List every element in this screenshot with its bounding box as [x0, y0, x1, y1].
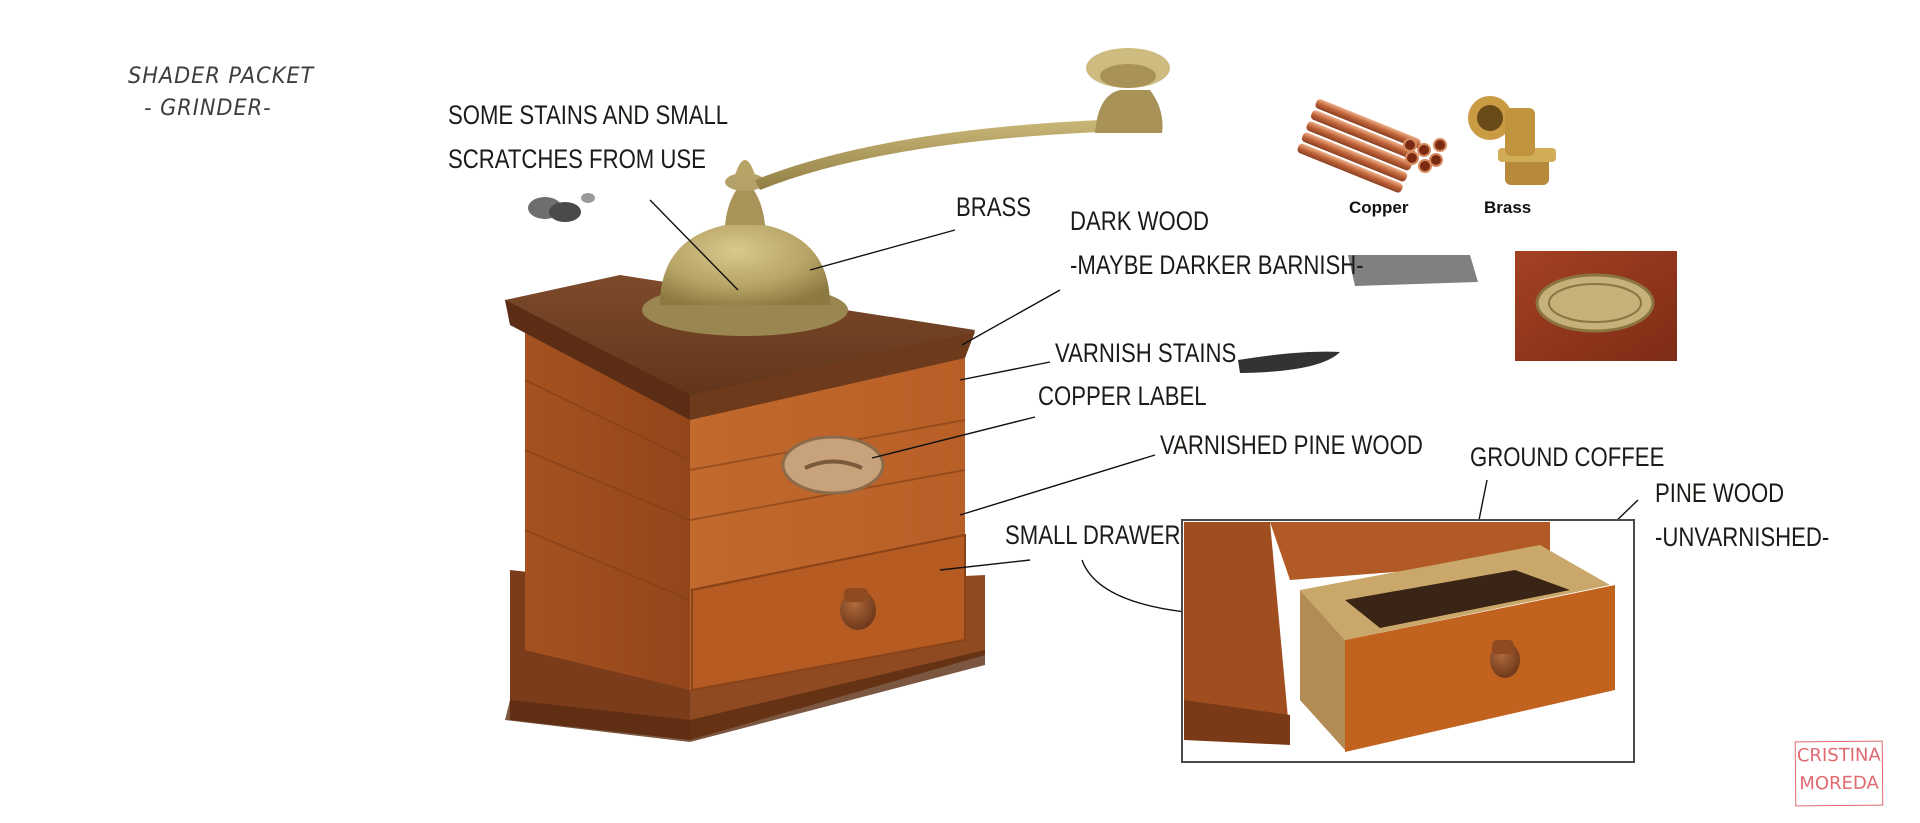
- copper-label-label: COPPER LABEL: [1038, 381, 1207, 411]
- ground-coffee-fill: [1345, 570, 1570, 628]
- dark-wood-note: -MAYBE DARKER BARNISH-: [1070, 250, 1364, 280]
- varnish-stain-swatch: [1238, 351, 1340, 373]
- stains-label-line1: SOME STAINS AND SMALL: [448, 100, 729, 130]
- stains-label-line2: SCRATCHES FROM USE: [448, 144, 706, 174]
- brass-plate-reference-image: [1515, 251, 1677, 361]
- copper-caption: Copper: [1349, 198, 1409, 217]
- copper-label-plate: [781, 435, 885, 495]
- dark-wood-label: DARK WOOD: [1070, 206, 1210, 236]
- stain-swatch: [528, 193, 595, 222]
- drawer-front-panel: [1345, 585, 1615, 752]
- varnish-stains-label: VARNISH STAINS: [1055, 338, 1237, 368]
- pine-wood-label: PINE WOOD: [1655, 478, 1785, 508]
- grinder-top-board: [505, 275, 975, 415]
- grinder-drawer: [691, 533, 966, 692]
- signature-line2: MOREDA: [1799, 772, 1879, 795]
- dark-varnish-swatch: [1348, 255, 1478, 286]
- brass-reference-image: [1468, 96, 1556, 185]
- brass-label: BRASS: [956, 192, 1032, 222]
- sheet-subtitle: - GRINDER-: [144, 96, 272, 121]
- drawer-detail-inset: [1181, 519, 1635, 763]
- grinder-illustration: [505, 48, 1170, 742]
- brass-caption: Brass: [1484, 198, 1532, 217]
- brass-dome: [660, 222, 830, 305]
- crank-arm: [755, 120, 1100, 190]
- small-drawer-label: SMALL DRAWER: [1005, 520, 1181, 550]
- grinder-body-side: [525, 320, 690, 690]
- pine-wood-note: -UNVARNISHED-: [1655, 522, 1830, 552]
- artist-signature: CRISTINA MOREDA: [1794, 740, 1884, 807]
- varnished-pine-label: VARNISHED PINE WOOD: [1160, 430, 1423, 460]
- copper-reference-image: [1297, 99, 1447, 193]
- ground-coffee-label: GROUND COFFEE: [1470, 442, 1665, 472]
- signature-line1: CRISTINA: [1796, 744, 1881, 767]
- sheet-title: SHADER PACKET: [128, 64, 315, 89]
